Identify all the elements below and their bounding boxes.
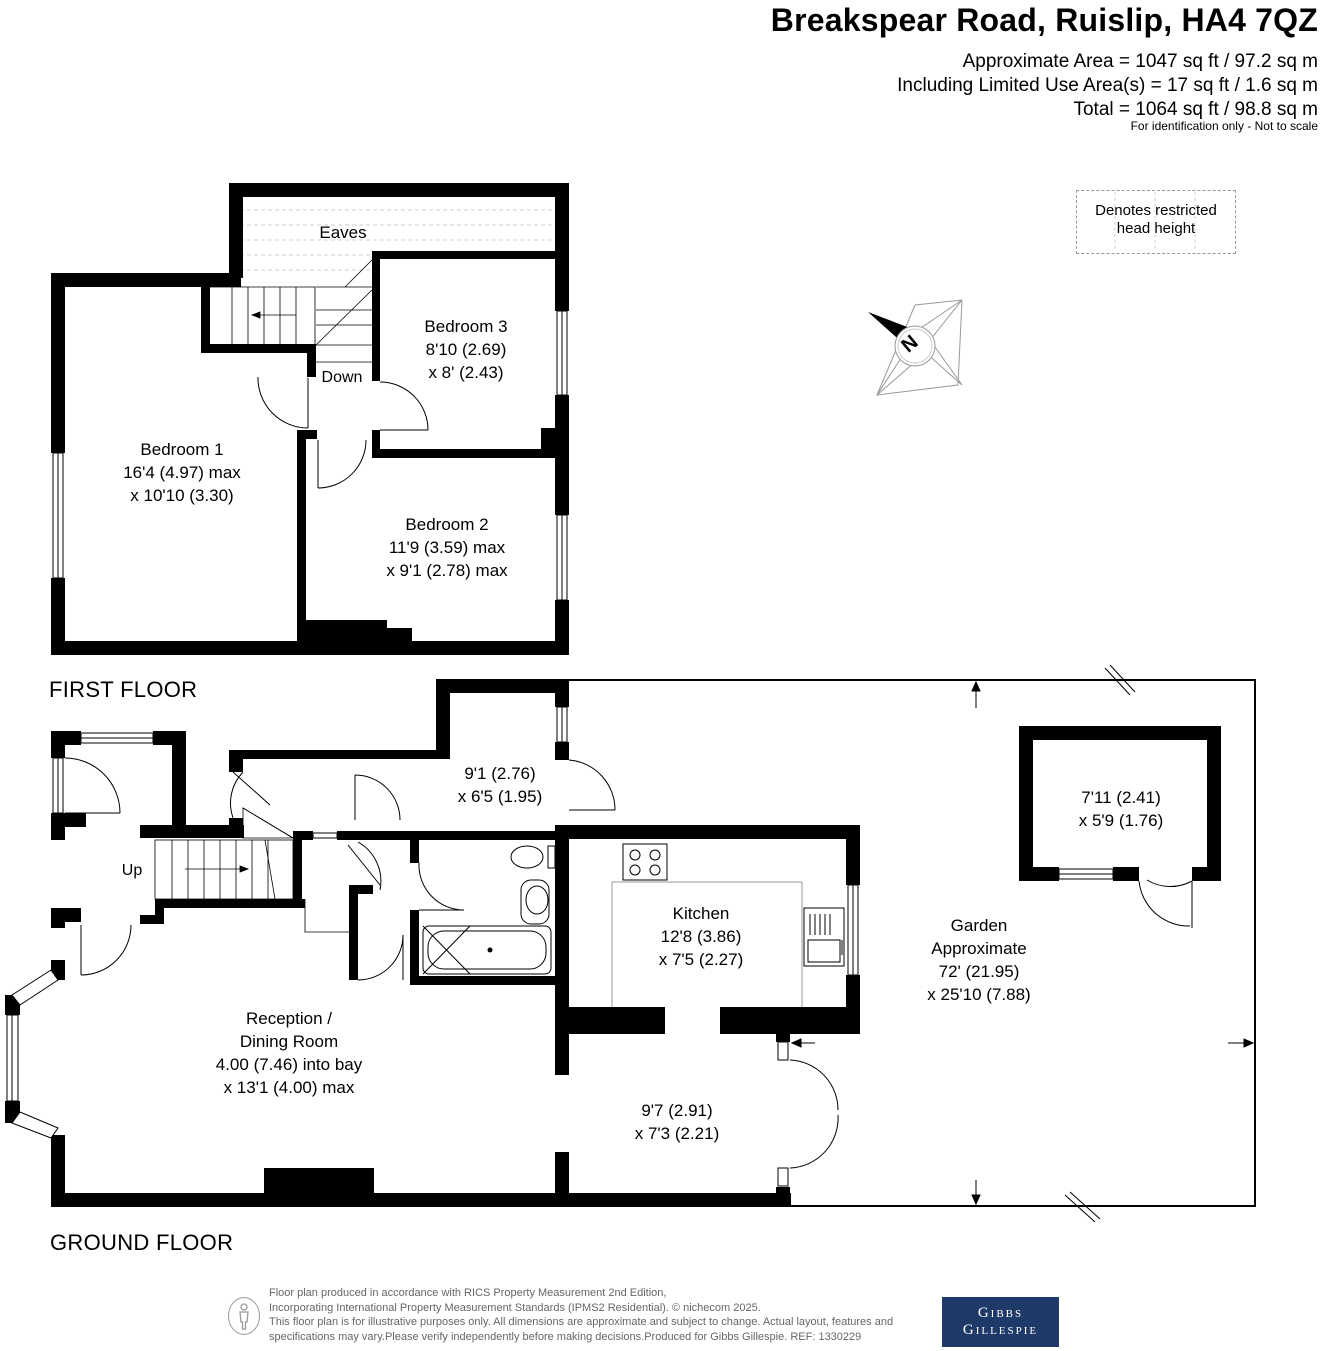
stairs-down-label: Down (322, 366, 363, 389)
approximate-area: Approximate Area = 1047 sq ft / 97.2 sq … (962, 51, 1318, 72)
footer-line1: Floor plan produced in accordance with R… (269, 1287, 667, 1299)
conservatory-dim2: x 7'3 (2.21) (634, 1124, 720, 1143)
down-text: Down (321, 369, 363, 386)
total-area: Total = 1064 sq ft / 98.8 sq m (1073, 99, 1318, 120)
brand-line2: Gillespie (962, 1322, 1039, 1338)
garden-dim1: 72' (21.95) (938, 962, 1020, 981)
conservatory-label: 9'7 (2.91) x 7'3 (2.21) (635, 1099, 720, 1145)
stairs-up-label: Up (122, 859, 142, 882)
bedroom-2-name: Bedroom 2 (405, 515, 489, 534)
garden-markers (790, 664, 1255, 1223)
bedroom-1-dim2: x 10'10 (3.30) (130, 486, 234, 505)
bedroom-3-dim2: x 8' (2.43) (428, 363, 504, 382)
bedroom-3-dim1: 8'10 (2.69) (425, 340, 507, 359)
footer-line3: This floor plan is for illustrative purp… (269, 1316, 894, 1328)
reception-name2: Dining Room (239, 1032, 339, 1051)
person-icon (228, 1297, 260, 1335)
bedroom-1-name: Bedroom 1 (140, 440, 224, 459)
utility-dim2: x 6'5 (1.95) (457, 787, 543, 806)
footer-line2: Incorporating International Property Mea… (269, 1301, 761, 1314)
garden-dim2: x 25'10 (7.88) (927, 985, 1031, 1004)
kitchen-label: Kitchen 12'8 (3.86) x 7'5 (2.27) (659, 902, 744, 971)
reception-dim2: x 13'1 (4.00) max (223, 1078, 355, 1097)
shed-dim2: x 5'9 (1.76) (1078, 811, 1164, 830)
utility-dim1: 9'1 (2.76) (464, 764, 536, 783)
reception-label: Reception / Dining Room 4.00 (7.46) into… (216, 1007, 362, 1099)
eaves-name: Eaves (319, 223, 367, 242)
legend-line1: Denotes restricted (1095, 202, 1217, 219)
scale-note: For identification only - Not to scale (1130, 119, 1318, 133)
property-address-title: Breakspear Road, Ruislip, HA4 7QZ (770, 2, 1318, 38)
footer-line4: specifications may vary.Please verify in… (269, 1330, 862, 1343)
garden-name1: Garden (950, 916, 1008, 935)
brand-line1: Gibbs (977, 1305, 1024, 1321)
bedroom-2-dim2: x 9'1 (2.78) max (386, 561, 508, 580)
shed-dim1: 7'11 (2.41) (1081, 788, 1161, 807)
ground-floor-windows (6, 706, 1114, 1187)
first-floor-windows (52, 310, 568, 601)
first-floor-label: FIRST FLOOR (49, 677, 198, 702)
garden-boundary (569, 679, 1256, 1207)
ground-floor-label: GROUND FLOOR (50, 1230, 234, 1255)
garden-label: Garden Approximate 72' (21.95) x 25'10 (… (927, 914, 1030, 1006)
bedroom-2-dim1: 11'9 (3.59) max (388, 538, 506, 557)
kitchen-dim1: 12'8 (3.86) (660, 927, 742, 946)
compass-icon (868, 299, 963, 396)
kitchen-name: Kitchen (672, 904, 730, 923)
kitchen-fixtures (611, 843, 845, 1007)
restricted-height-legend: Denotes restricted head height (1076, 190, 1236, 254)
bedroom-2-label: Bedroom 2 11'9 (3.59) max x 9'1 (2.78) m… (386, 513, 507, 582)
legend-line2: head height (1116, 220, 1196, 237)
garden-name2: Approximate (931, 939, 1027, 958)
kitchen-dim2: x 7'5 (2.27) (658, 950, 744, 969)
shed-label: 7'11 (2.41) x 5'9 (1.76) (1079, 786, 1164, 832)
ground-floor-doors (64, 757, 1193, 1169)
eaves-hatch (240, 209, 555, 271)
first-floor-stairs (210, 259, 373, 363)
bedroom-1-dim1: 16'4 (4.97) max (123, 463, 241, 482)
bedroom-3-label: Bedroom 3 8'10 (2.69) x 8' (2.43) (424, 315, 507, 384)
gibbs-gillespie-logo: Gibbs Gillespie (942, 1297, 1059, 1347)
reception-name1: Reception / (245, 1009, 332, 1028)
limited-use-area: Including Limited Use Area(s) = 17 sq ft… (897, 75, 1318, 96)
bathroom-fixtures (422, 845, 556, 975)
up-text: Up (121, 862, 143, 879)
eaves-label: Eaves (319, 221, 366, 244)
conservatory-dim1: 9'7 (2.91) (641, 1101, 713, 1120)
bedroom-1-label: Bedroom 1 16'4 (4.97) max x 10'10 (3.30) (123, 438, 241, 507)
utility-label: 9'1 (2.76) x 6'5 (1.95) (458, 762, 543, 808)
legend-hatch (1114, 192, 1196, 250)
footer-disclaimer: Floor plan produced in accordance with R… (269, 1286, 893, 1344)
reception-dim1: 4.00 (7.46) into bay (215, 1055, 363, 1074)
first-floor-walls (51, 183, 569, 655)
first-floor-doors (257, 376, 429, 489)
ground-floor-stairs (154, 807, 349, 933)
bedroom-3-name: Bedroom 3 (424, 317, 508, 336)
ground-floor-walls (5, 679, 1221, 1207)
